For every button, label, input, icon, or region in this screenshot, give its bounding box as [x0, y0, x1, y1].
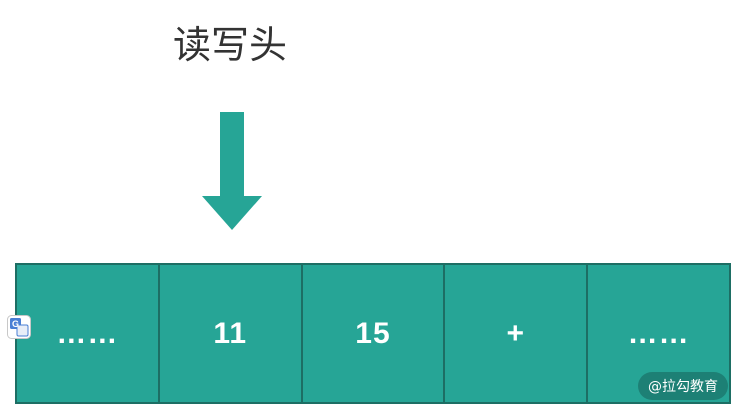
down-arrow-icon: [202, 112, 262, 230]
tape-cell: 15: [303, 265, 446, 402]
tape-cell: ……: [17, 265, 160, 402]
svg-text:G: G: [12, 319, 19, 329]
read-write-head-title: 读写头: [172, 23, 287, 67]
tape-cell: +: [445, 265, 589, 402]
translate-icon[interactable]: G: [7, 315, 31, 339]
watermark-badge: @拉勾教育: [638, 372, 728, 400]
tape-cell: 11: [160, 265, 303, 402]
tape: …… 11 15 + ……: [15, 263, 731, 404]
tape-cell: ……: [627, 316, 690, 350]
